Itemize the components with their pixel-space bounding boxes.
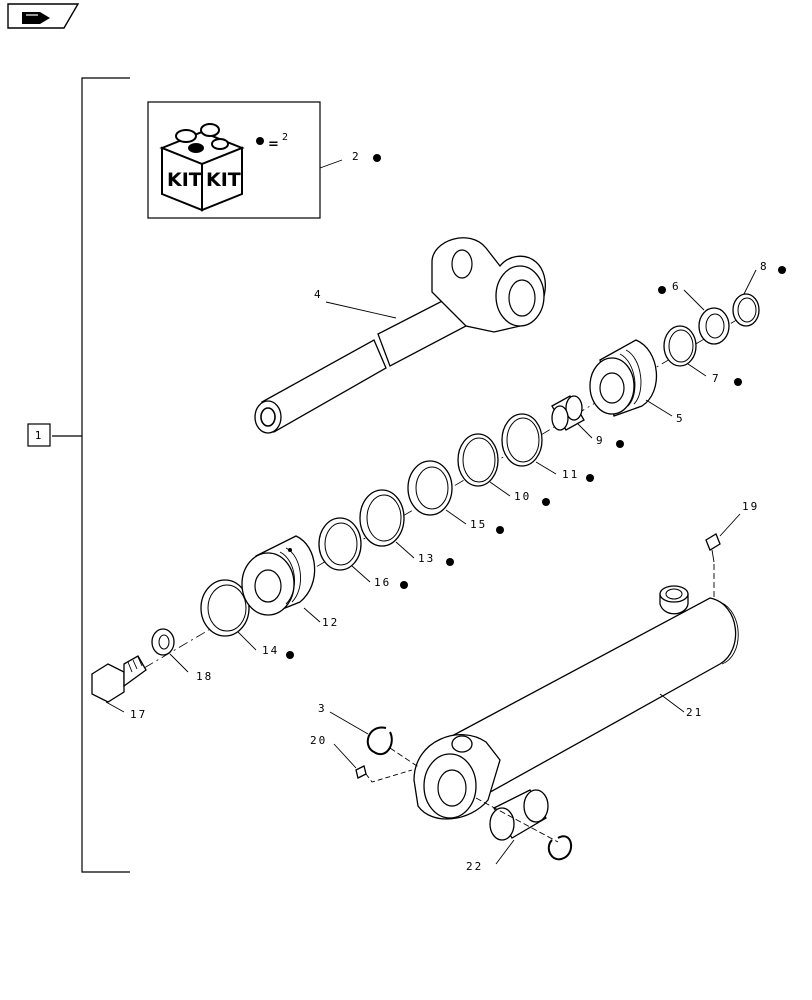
callout-8[interactable]: 8	[743, 260, 786, 295]
callout-15[interactable]: 15	[445, 509, 504, 534]
bullet-icon	[586, 474, 594, 482]
bullet-icon	[496, 526, 504, 534]
callout-2[interactable]: 2	[319, 150, 381, 169]
kit-text-left: KIT	[167, 169, 202, 191]
callout-18[interactable]: 18	[169, 653, 213, 683]
bushing-9[interactable]	[551, 395, 585, 431]
assembly-bracket	[52, 77, 130, 873]
bullet-icon	[542, 498, 550, 506]
callout-12-label: 12	[322, 616, 339, 629]
callout-11[interactable]: 11	[535, 461, 594, 482]
kit-icon: KIT KIT	[159, 123, 245, 212]
callout-9-label: 9	[596, 434, 605, 447]
gland-5[interactable]	[589, 339, 657, 417]
callout-16-label: 16	[374, 576, 391, 589]
callout-18-label: 18	[196, 670, 213, 683]
ring-13[interactable]	[359, 489, 405, 547]
bullet-icon	[286, 651, 294, 659]
kit-bullet-icon	[373, 154, 381, 162]
nav-back-icon[interactable]	[7, 3, 80, 29]
bullet-icon	[778, 266, 786, 274]
washer-18[interactable]	[151, 628, 175, 656]
callout-7[interactable]: 7	[687, 363, 742, 386]
bullet-icon	[446, 558, 454, 566]
callout-16[interactable]: 16	[351, 565, 408, 589]
cylinder-barrel-21[interactable]	[413, 585, 739, 820]
callout-20[interactable]: 20	[310, 734, 357, 769]
wiper-6[interactable]	[698, 307, 730, 345]
ring-8[interactable]	[732, 293, 760, 327]
assembly-label-box[interactable]: 1	[27, 423, 51, 447]
callout-4[interactable]: 4	[314, 288, 397, 319]
callout-14-label: 14	[262, 644, 279, 657]
callout-6[interactable]: 6	[658, 280, 705, 311]
fitting-20-axis	[365, 769, 413, 783]
callout-7-label: 7	[712, 372, 721, 385]
kit-equals-value: 2	[282, 132, 288, 143]
seal-15[interactable]	[407, 460, 453, 516]
callout-17[interactable]: 17	[105, 701, 147, 721]
kit-text-right: KIT	[206, 169, 241, 191]
grease-fitting-19[interactable]	[705, 533, 721, 563]
bullet-icon	[734, 378, 742, 386]
bolt-17[interactable]	[91, 655, 147, 703]
ring-10[interactable]	[457, 433, 499, 487]
callout-13[interactable]: 13	[395, 541, 454, 566]
grease-fitting-20[interactable]	[355, 765, 367, 779]
callout-10[interactable]: 10	[489, 481, 550, 506]
bushing-22[interactable]	[489, 789, 573, 861]
o-ring-14[interactable]	[200, 579, 250, 637]
callout-10-label: 10	[514, 490, 531, 503]
callout-22-label: 22	[466, 860, 483, 873]
callout-14[interactable]: 14	[237, 631, 294, 659]
callout-19[interactable]: 19	[719, 500, 759, 537]
kit-box: KIT KIT = 2	[147, 101, 321, 219]
snap-ring-axis	[389, 747, 421, 769]
bullet-icon	[400, 581, 408, 589]
callout-5-label: 5	[676, 412, 685, 425]
callout-3-label: 3	[318, 702, 327, 715]
bullet-icon	[256, 137, 264, 145]
callout-19-label: 19	[742, 500, 759, 513]
piston-12[interactable]	[241, 535, 316, 616]
callout-13-label: 13	[418, 552, 435, 565]
piston-rod-clevis[interactable]	[254, 237, 546, 434]
callout-12[interactable]: 12	[303, 607, 339, 629]
bushing-22-axis	[475, 797, 559, 843]
ring-16[interactable]	[318, 517, 362, 571]
bullet-icon	[616, 440, 624, 448]
callout-5[interactable]: 5	[645, 399, 685, 425]
ring-7[interactable]	[663, 325, 697, 367]
callout-3[interactable]: 3	[318, 702, 369, 735]
callout-17-label: 17	[130, 708, 147, 721]
callout-22[interactable]: 22	[466, 839, 515, 873]
callout-21-label: 21	[686, 706, 703, 719]
callout-9[interactable]: 9	[577, 423, 624, 448]
snap-ring-3[interactable]	[366, 726, 393, 755]
callout-15-label: 15	[470, 518, 487, 531]
bullet-icon	[658, 286, 666, 294]
callout-8-label: 8	[760, 260, 769, 273]
callout-2-label: 2	[352, 150, 361, 163]
callout-21[interactable]: 21	[659, 693, 703, 719]
callout-4-label: 4	[314, 288, 323, 301]
callout-11-label: 11	[562, 468, 579, 481]
callout-20-label: 20	[310, 734, 327, 747]
assembly-label: 1	[35, 429, 44, 442]
callout-6-label: 6	[672, 280, 681, 293]
ring-11[interactable]	[501, 413, 543, 467]
equals-sign: =	[268, 137, 279, 152]
